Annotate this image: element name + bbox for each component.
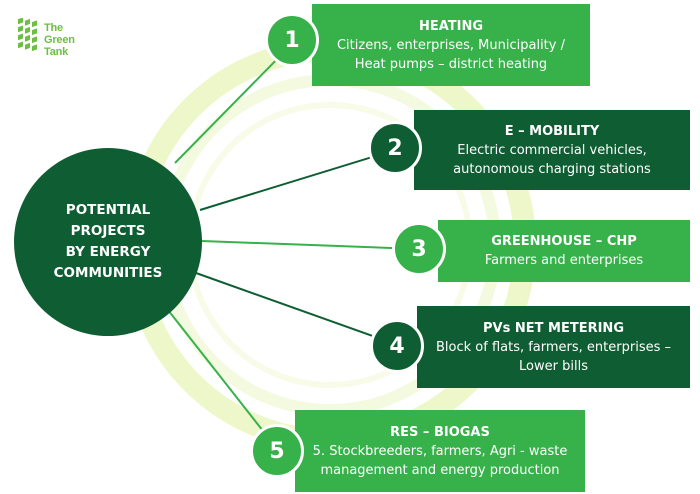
- project-detail: 5. Stockbreeders, farmers, Agri - waste: [312, 443, 568, 459]
- connector-line-5: [167, 309, 279, 451]
- project-detail: Farmers and enterprises: [484, 253, 644, 268]
- hub-line-4: COMMUNITIES: [53, 265, 163, 281]
- connector-line-2: [199, 149, 396, 211]
- the-green-tank-logo: The Green Tank: [16, 16, 88, 70]
- project-detail: Citizens, enterprises, Municipality /: [336, 37, 565, 53]
- project-detail: Heat pumps – district heating: [354, 56, 548, 72]
- hub-line-2: PROJECTS: [70, 223, 146, 239]
- green-tank-logo-icon: [18, 18, 37, 52]
- logo-word-tank: Tank: [44, 46, 69, 58]
- hub-line-3: BY ENERGY: [65, 244, 151, 260]
- project-detail: autonomous charging stations: [453, 161, 651, 177]
- logo-wordmark: The Green Tank: [44, 22, 92, 58]
- project-title: PVs NET METERING: [483, 320, 624, 336]
- project-number-badge: 4: [370, 319, 424, 373]
- project-number-badge: 3: [392, 222, 446, 276]
- project-detail: management and energy production: [320, 462, 560, 478]
- project-title: E – MOBILITY: [504, 123, 600, 139]
- project-box-res-biogas: RES – BIOGAS 5. Stockbreeders, farmers, …: [295, 410, 585, 492]
- hub-label: POTENTIAL PROJECTS BY ENERGY COMMUNITIES: [38, 200, 178, 284]
- project-number-badge: 2: [368, 121, 422, 175]
- hub-line-1: POTENTIAL: [65, 202, 151, 218]
- project-title: RES – BIOGAS: [390, 424, 490, 440]
- connector-line-1: [174, 45, 291, 164]
- project-detail: Lower bills: [519, 358, 588, 374]
- project-number-badge: 5: [250, 424, 304, 478]
- central-hub-circle: POTENTIAL PROJECTS BY ENERGY COMMUNITIES: [14, 148, 202, 336]
- connector-line-4: [195, 272, 399, 346]
- logo-word-the: The: [44, 22, 63, 34]
- project-box-heating: HEATING Citizens, enterprises, Municipal…: [312, 4, 590, 86]
- project-title: HEATING: [418, 18, 484, 34]
- project-box-greenhouse-chp: GREENHOUSE – CHP Farmers and enterprises: [438, 220, 690, 282]
- project-detail: Electric commercial vehicles,: [457, 142, 647, 158]
- logo-word-green: Green: [44, 34, 75, 46]
- project-title: GREENHOUSE – CHP: [491, 234, 637, 249]
- project-number-badge: 1: [265, 13, 319, 67]
- project-detail: Block of flats, farmers, enterprises –: [435, 339, 671, 355]
- project-box-pvs-net-metering: PVs NET METERING Block of flats, farmers…: [417, 306, 690, 388]
- project-box-e-mobility: E – MOBILITY Electric commercial vehicle…: [414, 110, 690, 190]
- connector-line-3: [201, 240, 419, 250]
